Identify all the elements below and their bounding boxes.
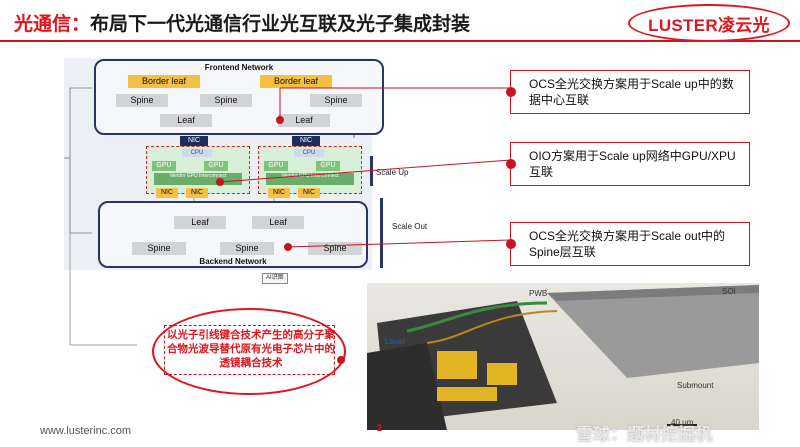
nic-node: NIC: [298, 188, 320, 198]
frontend-network-label: Frontend Network: [204, 63, 274, 72]
cpu-node: CPU: [294, 149, 324, 157]
scale-out-label: Scale Out: [392, 222, 428, 231]
gpu-node: GPU: [204, 161, 228, 171]
chip-render: [367, 283, 759, 430]
title-main: 布局下一代光通信行业光互联及光子集成封装: [90, 14, 471, 35]
callout-box: OCS全光交换方案用于Scale up中的数据中心互联: [506, 70, 750, 114]
callout-dot: [506, 159, 516, 169]
gpu-node: GPU: [316, 161, 340, 171]
backend-leaf-node: Leaf: [174, 216, 226, 229]
border-leaf-node: Border leaf: [128, 75, 200, 88]
gpu-node: GPU: [152, 161, 176, 171]
gpu-node: GPU: [264, 161, 288, 171]
title-prefix: 光通信：: [14, 14, 91, 35]
vendor-gpu-interconnect: Vendor GPU Interconnect: [266, 173, 354, 185]
description-text: 以光子引线键合技术产生的高分子聚合物光波导替代原有光电子芯片中的透镜耦合技术: [167, 329, 335, 369]
scale-up-label: Scale Up: [376, 168, 409, 177]
title-divider: [0, 40, 800, 42]
callout-text: OCS全光交换方案用于Scale up中的数据中心互联: [529, 77, 734, 107]
callout-box: OCS全光交换方案用于Scale out中的Spine层互联: [506, 222, 750, 266]
backend-network-box: Backend Network: [98, 201, 368, 268]
network-diagram: Frontend Network Border leaf Border leaf…: [64, 58, 384, 270]
description-ellipse: [152, 308, 346, 395]
callout-anchor-dot: [276, 116, 284, 124]
frontend-leaf-node: Leaf: [160, 114, 212, 127]
callout-text: OCS全光交换方案用于Scale out中的Spine层互联: [529, 229, 726, 259]
pwb-label: PWB: [529, 289, 548, 298]
backend-spine-node: Spine: [220, 242, 274, 255]
company-logo: LUSTER凌云光: [628, 4, 790, 42]
vendor-gpu-interconnect: Vendor GPU Interconnect: [154, 173, 242, 185]
watermark: 雪球：题材挖掘机: [576, 425, 712, 444]
chip-illustration: [367, 285, 759, 430]
laser-label: Laser: [385, 337, 406, 346]
backend-network-label: Backend Network: [199, 257, 267, 266]
scale-out-bar: [380, 198, 383, 268]
nic-node: NIC: [268, 188, 290, 198]
scale-up-bar: [370, 156, 373, 186]
description-dot: [337, 356, 345, 364]
ai-recognize-button[interactable]: AI识图: [262, 273, 288, 284]
callout-box: OIO方案用于Scale up网络中GPU/XPU互联: [506, 142, 750, 186]
frontend-spine-node: Spine: [116, 94, 168, 107]
frontend-leaf-node: Leaf: [278, 114, 330, 127]
page-title: 光通信：布局下一代光通信行业光互联及光子集成封装: [14, 9, 470, 36]
soi-label: SOI: [722, 287, 736, 296]
description-frame: [164, 325, 335, 375]
cpu-node: CPU: [182, 149, 212, 157]
nic-node: NIC: [180, 136, 208, 146]
backend-spine-node: Spine: [308, 242, 362, 255]
nic-node: NIC: [186, 188, 208, 198]
callout-anchor-dot: [284, 243, 292, 251]
backend-leaf-node: Leaf: [252, 216, 304, 229]
page-number: 2: [377, 423, 383, 433]
nic-node: NIC: [156, 188, 178, 198]
callout-anchor-dot: [216, 178, 224, 186]
nic-node: NIC: [292, 136, 320, 146]
logo-text: LUSTER凌云光: [648, 15, 770, 35]
submount-label: Submount: [677, 381, 714, 390]
border-leaf-node: Border leaf: [260, 75, 332, 88]
scale-bar-label: 40 μm: [671, 418, 694, 427]
footer-url[interactable]: www.lusterinc.com: [40, 425, 132, 437]
frontend-spine-node: Spine: [200, 94, 252, 107]
frontend-spine-node: Spine: [310, 94, 362, 107]
callout-dot: [506, 239, 516, 249]
backend-spine-node: Spine: [132, 242, 186, 255]
callout-dot: [506, 87, 516, 97]
callout-text: OIO方案用于Scale up网络中GPU/XPU互联: [529, 149, 736, 179]
